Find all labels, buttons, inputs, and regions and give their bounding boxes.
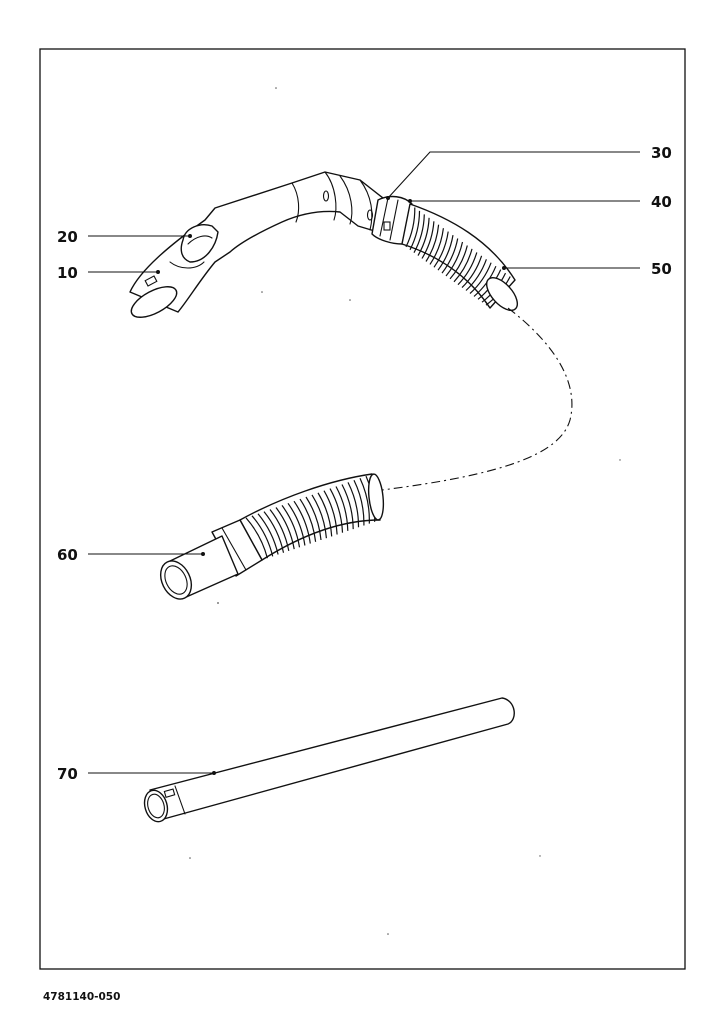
extension-tube-inner (147, 793, 165, 819)
hose-rib (245, 517, 268, 559)
hose-ribs-upper (405, 207, 511, 306)
connector-tube-inner (164, 565, 188, 595)
hose-upper (371, 195, 519, 311)
clamp-notch (383, 221, 391, 231)
hose-rib (263, 511, 285, 553)
grip-window (144, 275, 158, 287)
hose-rib (317, 492, 333, 537)
hose-rib (429, 228, 444, 265)
hose-rib (335, 486, 349, 531)
hose-rib (347, 482, 360, 528)
extension-tube-body (149, 697, 515, 821)
hose-rib (257, 513, 279, 555)
hose-rib (269, 509, 290, 552)
hose-rib (469, 262, 492, 294)
hose-rib (359, 477, 370, 524)
hose-rib (293, 500, 311, 544)
extension-tube (143, 697, 515, 823)
hose-rib (417, 217, 430, 256)
hose-rib (465, 259, 487, 291)
connector-tube-opening (159, 560, 193, 600)
hose-rib (437, 234, 454, 271)
hose-lower-end (367, 473, 385, 521)
hose-rib (341, 484, 354, 530)
slider-slot (169, 261, 205, 269)
callout-30: 30 (651, 144, 672, 162)
hose-ribs-lower (245, 475, 376, 559)
leader-30 (387, 151, 640, 199)
handle-seam-4 (359, 179, 373, 231)
hose-rib (453, 248, 473, 283)
hose-lower (159, 473, 385, 600)
handle-grip-end (130, 286, 178, 318)
hose-rib (329, 488, 344, 533)
collar-seam (221, 527, 247, 571)
drawing-code: 4781140-050 (43, 991, 120, 1003)
hose-rib (445, 241, 464, 277)
hose-rib (413, 214, 425, 253)
hose-rib (299, 498, 317, 542)
hose-rib (353, 480, 365, 526)
hose-rib (275, 507, 295, 550)
hose-rib (287, 502, 306, 546)
hose-rib (425, 224, 440, 262)
leader-30-dot (386, 196, 390, 200)
clamp-ridge-1 (379, 197, 389, 237)
leader-lines (88, 151, 640, 775)
hose-handle-assembly (129, 171, 384, 318)
hose-rib (311, 494, 327, 539)
hose-rib (281, 505, 301, 548)
extension-tube-opening (143, 789, 169, 823)
hose-rib (409, 210, 421, 251)
scan-specks (189, 87, 621, 935)
extension-tube-latch (163, 788, 176, 798)
handle-seam-2 (324, 171, 337, 221)
slider-ridge (187, 235, 213, 245)
hose-rib (251, 515, 274, 557)
leader-10-dot (156, 270, 160, 274)
leader-50-dot (502, 266, 506, 270)
hose-rib (405, 207, 416, 248)
hose-upper-cuff (485, 277, 519, 311)
swivel-mark (322, 190, 330, 202)
extension-tube-seam (174, 785, 186, 815)
leader-70-dot (212, 771, 216, 775)
hose-rib (421, 221, 435, 259)
hose-rib (305, 496, 322, 541)
hose-rib (457, 252, 478, 286)
handle-seam-3 (339, 175, 353, 225)
swivel-mark-2 (366, 209, 374, 221)
hose-continuation-line (381, 307, 573, 491)
callout-70: 70 (57, 765, 78, 783)
callout-20: 20 (57, 228, 78, 246)
handle-seam-1 (291, 182, 300, 223)
callout-40: 40 (651, 193, 672, 211)
hose-rib (441, 238, 459, 274)
callout-50: 50 (651, 260, 672, 278)
hose-rib (449, 245, 468, 280)
drawing-frame (39, 48, 686, 970)
hose-rib (323, 490, 338, 535)
leader-60-dot (201, 552, 205, 556)
hose-rib (461, 255, 483, 289)
callout-10: 10 (57, 264, 78, 282)
leader-40-dot (408, 199, 412, 203)
leader-20-dot (188, 234, 192, 238)
callout-numbers: 20 10 30 40 50 60 70 (57, 144, 672, 783)
hose-rib (433, 231, 449, 268)
callout-60: 60 (57, 546, 78, 564)
clamp-ridge-2 (389, 199, 399, 241)
